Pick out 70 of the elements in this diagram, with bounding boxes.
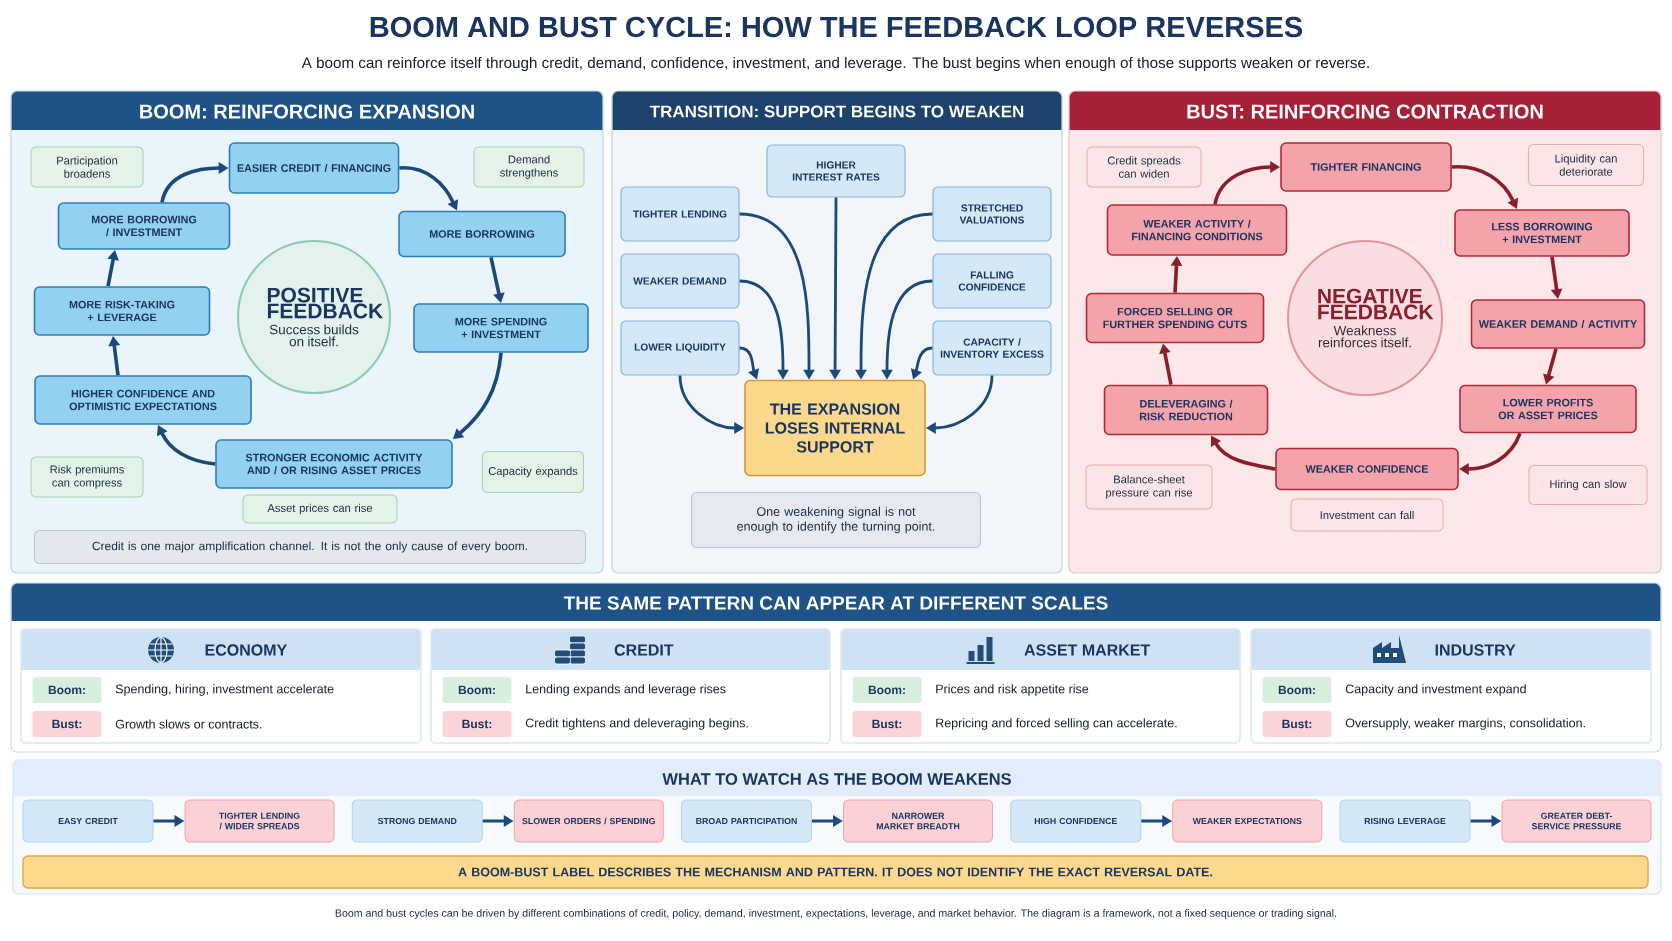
badge: Bust: bbox=[442, 711, 512, 737]
step-box: HIGHER CONFIDENCE AND OPTIMISTIC EXPECTATIONS bbox=[34, 375, 252, 425]
badge: Boom: bbox=[1262, 677, 1332, 703]
badge-description: Prices and risk appetite rise bbox=[936, 684, 1089, 696]
step-box: LESS BORROWING + INVESTMENT bbox=[1454, 209, 1630, 257]
note-box: Liquidity can deteriorate bbox=[1528, 144, 1644, 186]
signal-box: NARROWER MARKET BREADTH bbox=[843, 799, 993, 843]
subtitle: A boom can reinforce itself through credit, demand, confidence, investment, and leverage. The bust begins when enough of those supports weaken or reverse. bbox=[301, 56, 1369, 72]
factor-box: WEAKER DEMAND bbox=[620, 253, 740, 309]
note-box: Credit spreads can widen bbox=[1086, 146, 1202, 188]
factor-box: CAPACITY / INVENTORY EXCESS bbox=[932, 320, 1052, 376]
factor-box: FALLING CONFIDENCE bbox=[932, 253, 1052, 309]
panel-header: BUST: REINFORCING CONTRACTION bbox=[1069, 91, 1661, 130]
step-box: MORE BORROWING / INVESTMENT bbox=[57, 202, 231, 250]
title: BOOM AND BUST CYCLE: HOW THE FEEDBACK LOOP REVERSES bbox=[370, 16, 1303, 38]
note-box: Hiring can slow bbox=[1528, 465, 1648, 505]
panel-header: THE SAME PATTERN CAN APPEAR AT DIFFERENT SCALES bbox=[11, 583, 1661, 621]
note-box: Participation broadens bbox=[30, 146, 144, 188]
step-box: MORE BORROWING bbox=[398, 210, 566, 258]
note-box: Investment can fall bbox=[1290, 498, 1444, 532]
badge: Boom: bbox=[442, 677, 512, 703]
step-box: DELEVERAGING / RISK REDUCTION bbox=[1103, 384, 1269, 436]
badge: Boom: bbox=[852, 677, 922, 703]
step-box: EASIER CREDIT / FINANCING bbox=[228, 142, 400, 194]
signal-box: TIGHTER LENDING / WIDER SPREADS bbox=[184, 799, 335, 843]
panel-header: BOOM: REINFORCING EXPANSION bbox=[11, 91, 603, 130]
badge-description: Oversupply, weaker margins, consolidation. bbox=[1345, 718, 1585, 730]
badge-description: Lending expands and leverage rises bbox=[526, 684, 726, 696]
signal-box: STRONG DEMAND bbox=[351, 799, 483, 843]
note-box: Credit is one major amplification channel. It is not the only cause of every boom. bbox=[34, 530, 586, 564]
signal-box: WEAKER EXPECTATIONS bbox=[1172, 799, 1323, 843]
signal-box: SLOWER ORDERS / SPENDING bbox=[513, 799, 664, 843]
badge: Bust: bbox=[852, 711, 922, 737]
step-box: LOWER PROFITS OR ASSET PRICES bbox=[1459, 384, 1637, 434]
note-box: Balance-sheet pressure can rise bbox=[1085, 464, 1213, 510]
step-box: STRONGER ECONOMIC ACTIVITY AND / OR RISING ASSET PRICES bbox=[215, 439, 453, 489]
step-box: WEAKER ACTIVITY / FINANCING CONDITIONS bbox=[1106, 204, 1288, 256]
note-box: Demand strengthens bbox=[473, 146, 585, 188]
badge-description: Spending, hiring, investment accelerate bbox=[115, 684, 334, 696]
panel-header: WHAT TO WATCH AS THE BOOM WEAKENS bbox=[13, 760, 1661, 796]
step-box: TIGHTER FINANCING bbox=[1280, 142, 1452, 192]
factor-box: STRETCHED VALUATIONS bbox=[932, 186, 1052, 242]
badge-description: Repricing and forced selling can accelerate. bbox=[936, 718, 1177, 730]
step-box: FORCED SELLING OR FURTHER SPENDING CUTS bbox=[1085, 292, 1265, 344]
note-box: Capacity expands bbox=[482, 451, 584, 493]
badge: Boom: bbox=[32, 677, 102, 703]
step-box: MORE SPENDING + INVESTMENT bbox=[413, 303, 589, 353]
signal-box: HIGH CONFIDENCE bbox=[1010, 799, 1142, 843]
note-box: Asset prices can rise bbox=[242, 494, 398, 524]
signal-box: RISING LEVERAGE bbox=[1339, 799, 1471, 843]
note-box: Risk premiums can compress bbox=[30, 456, 144, 498]
outcome-box: THE EXPANSION LOSES INTERNAL SUPPORT bbox=[744, 379, 926, 477]
badge-description: Capacity and investment expand bbox=[1345, 684, 1526, 696]
badge-description: Growth slows or contracts. bbox=[115, 719, 262, 729]
signal-box: BROAD PARTICIPATION bbox=[681, 799, 812, 843]
factor-box: HIGHER INTEREST RATES bbox=[766, 144, 906, 198]
footnote: Boom and bust cycles can be driven by different combinations of credit, policy, demand, investment, expectations, leverage, and market behavior. The diagram is a framework, not a fixed sequence or trading signal. bbox=[335, 909, 1336, 919]
step-box: WEAKER DEMAND / ACTIVITY bbox=[1470, 299, 1646, 349]
step-box: WEAKER CONFIDENCE bbox=[1275, 447, 1459, 491]
banner: A BOOM-BUST LABEL DESCRIBES THE MECHANISM AND PATTERN. IT DOES NOT IDENTIFY THE EXACT REVERSAL DATE. bbox=[22, 855, 1649, 889]
badge: Bust: bbox=[32, 711, 102, 737]
signal-box: EASY CREDIT bbox=[22, 799, 154, 843]
note-box: One weakening signal is not enough to identify the turning point. bbox=[691, 492, 981, 548]
step-box: MORE RISK-TAKING + LEVERAGE bbox=[33, 286, 211, 336]
factor-box: LOWER LIQUIDITY bbox=[620, 320, 740, 376]
signal-box: GREATER DEBT-SERVICE PRESSURE bbox=[1501, 799, 1652, 843]
panel-header: TRANSITION: SUPPORT BEGINS TO WEAKEN bbox=[612, 91, 1062, 130]
badge-description: Credit tightens and deleveraging begins. bbox=[525, 718, 748, 730]
badge: Bust: bbox=[1262, 711, 1332, 737]
factor-box: TIGHTER LENDING bbox=[620, 186, 740, 242]
